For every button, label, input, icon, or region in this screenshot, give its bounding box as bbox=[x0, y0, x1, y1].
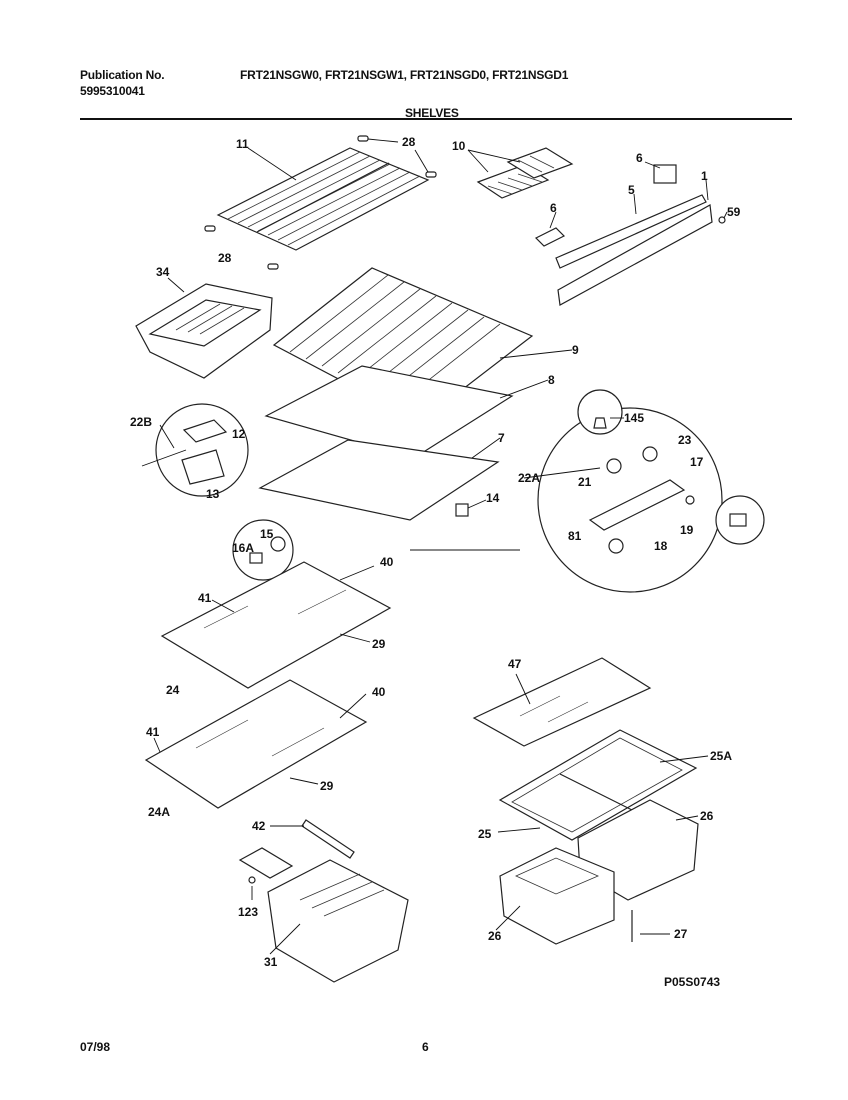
callout-13: 13 bbox=[206, 487, 220, 501]
part-shelf-pegs bbox=[204, 135, 437, 270]
callout-24: 24 bbox=[166, 683, 180, 697]
callout-27: 27 bbox=[674, 927, 688, 941]
section-title: SHELVES bbox=[405, 106, 459, 120]
part-wire-shelf bbox=[216, 147, 430, 251]
callout-17: 17 bbox=[690, 455, 704, 469]
callout-8: 8 bbox=[548, 373, 555, 387]
part-bin bbox=[135, 283, 273, 379]
callout-5: 5 bbox=[628, 183, 635, 197]
diagram-code: P05S0743 bbox=[664, 975, 720, 989]
part-bracket-upper bbox=[653, 164, 677, 184]
callout-59: 59 bbox=[727, 205, 741, 219]
callout-42: 42 bbox=[252, 819, 266, 833]
callout-12: 12 bbox=[232, 427, 246, 441]
callout-11: 11 bbox=[236, 137, 249, 151]
part-switch-detail bbox=[232, 519, 294, 581]
part-ice-trays bbox=[476, 147, 574, 199]
callout-26-left: 26 bbox=[488, 929, 502, 943]
model-numbers: FRT21NSGW0, FRT21NSGW1, FRT21NSGD0, FRT2… bbox=[240, 68, 569, 82]
callout-1: 1 bbox=[701, 169, 708, 183]
header-rule bbox=[80, 118, 792, 120]
callout-22a: 22A bbox=[518, 471, 540, 485]
part-crisper-drawers bbox=[499, 799, 699, 945]
part-crisper-glass bbox=[472, 657, 652, 747]
callout-31: 31 bbox=[264, 955, 278, 969]
part-bracket-lower bbox=[534, 227, 566, 247]
callout-6-upper: 6 bbox=[636, 151, 643, 165]
part-crisper-frame bbox=[498, 729, 698, 841]
callout-41-lower: 41 bbox=[146, 725, 160, 739]
callout-19: 19 bbox=[680, 523, 694, 537]
publication-label: Publication No. bbox=[80, 68, 165, 82]
callout-29-upper: 29 bbox=[372, 637, 386, 651]
footer-date: 07/98 bbox=[80, 1040, 111, 1054]
callout-21: 21 bbox=[578, 475, 592, 489]
callout-41-upper: 41 bbox=[198, 591, 212, 605]
part-trim bbox=[557, 204, 713, 306]
publication-number: 5995310041 bbox=[80, 84, 145, 98]
callout-15: 15 bbox=[260, 527, 274, 541]
callout-29-lower: 29 bbox=[320, 779, 334, 793]
part-damper-detail bbox=[141, 403, 249, 497]
callout-28-top: 28 bbox=[402, 135, 416, 149]
callout-24a: 24A bbox=[148, 805, 170, 819]
part-light-assembly-detail bbox=[537, 389, 765, 593]
callout-81: 81 bbox=[568, 529, 582, 543]
callout-9: 9 bbox=[572, 343, 579, 357]
callout-123: 123 bbox=[238, 905, 258, 919]
callout-25: 25 bbox=[478, 827, 492, 841]
callout-7: 7 bbox=[498, 431, 505, 445]
callout-18: 18 bbox=[654, 539, 668, 553]
callout-16a: 16A bbox=[232, 541, 254, 555]
callout-10: 10 bbox=[452, 139, 466, 153]
callout-22b: 22B bbox=[130, 415, 152, 429]
callout-145: 145 bbox=[624, 411, 644, 425]
callout-23: 23 bbox=[678, 433, 692, 447]
part-screw bbox=[718, 216, 726, 224]
part-cover-rail bbox=[555, 194, 707, 269]
footer-page: 6 bbox=[422, 1040, 429, 1054]
part-clip bbox=[455, 503, 469, 517]
callout-28-bottom: 28 bbox=[218, 251, 232, 265]
callout-14: 14 bbox=[486, 491, 500, 505]
part-cover-frame bbox=[258, 439, 500, 521]
leader-lines bbox=[153, 138, 728, 955]
callout-40-lower: 40 bbox=[372, 685, 386, 699]
callout-34: 34 bbox=[156, 265, 170, 279]
part-glass-shelf-lower bbox=[144, 679, 368, 809]
part-meat-drawer bbox=[238, 819, 409, 983]
callout-25a: 25A bbox=[710, 749, 732, 763]
callout-40-upper: 40 bbox=[380, 555, 394, 569]
callout-6-lower: 6 bbox=[550, 201, 557, 215]
callout-26-right: 26 bbox=[700, 809, 714, 823]
callout-47: 47 bbox=[508, 657, 522, 671]
part-glass-shelf-upper bbox=[160, 561, 392, 689]
